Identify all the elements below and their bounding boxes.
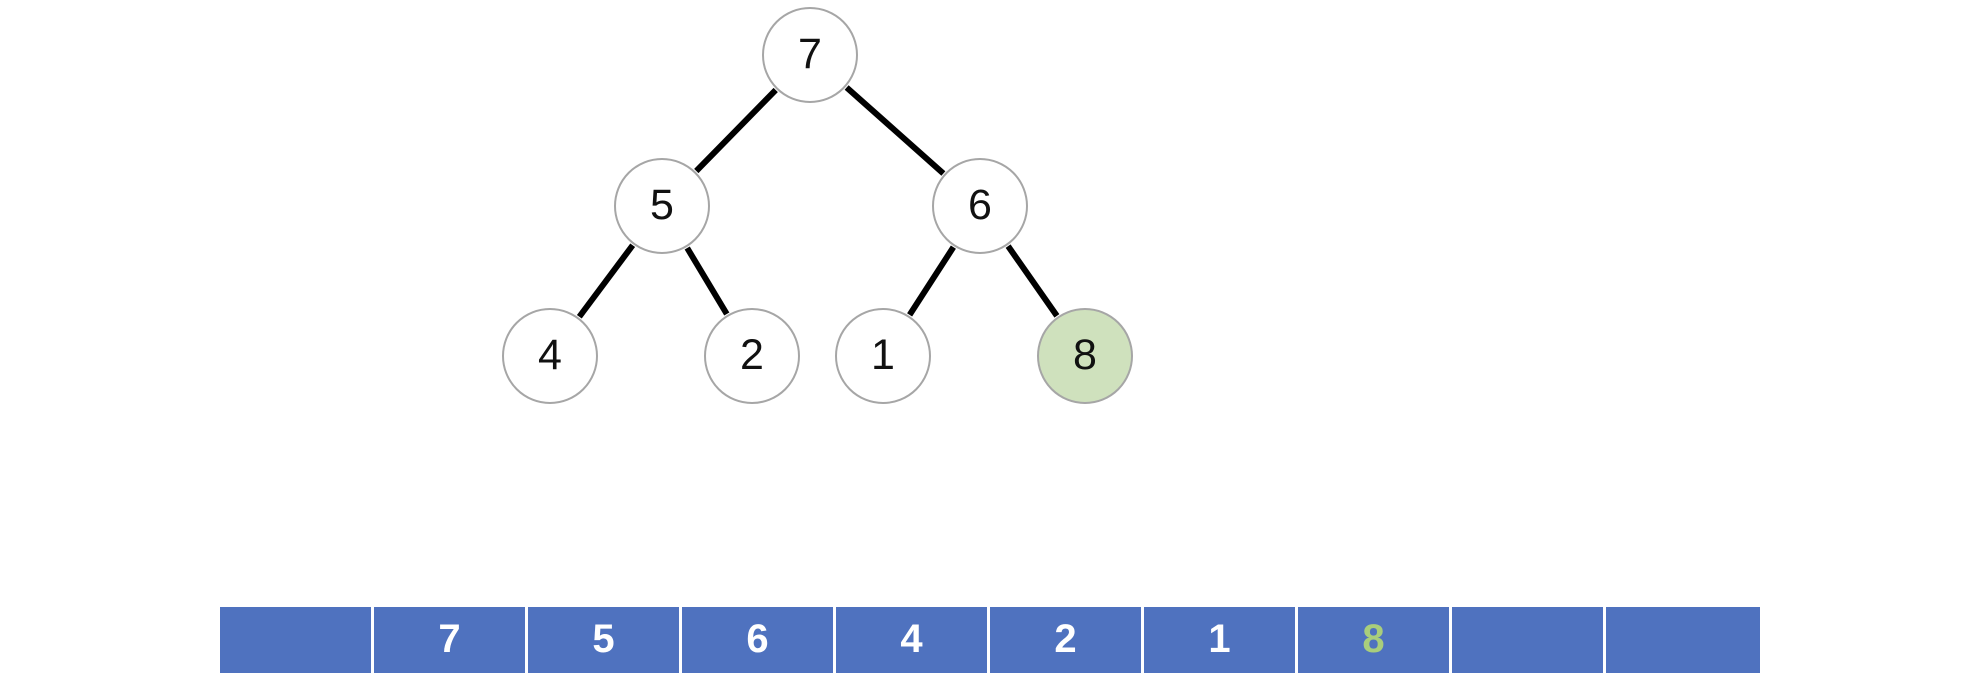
tree-node-5[interactable]: 5 (614, 158, 710, 254)
tree-edge-n7-n6 (844, 85, 946, 176)
tree-node-1[interactable]: 1 (835, 308, 931, 404)
tree-node-label: 4 (538, 330, 562, 379)
array-cell-value: 6 (746, 617, 769, 661)
array-cell-7[interactable]: 8 (1298, 607, 1452, 673)
tree-edge-n6-n1 (907, 245, 956, 317)
tree-node-label: 7 (798, 29, 822, 78)
array-cell-8[interactable] (1452, 607, 1606, 673)
tree-node-label: 5 (650, 180, 674, 229)
array-cell-value: 2 (1054, 617, 1077, 661)
array-cell-6[interactable]: 1 (1144, 607, 1298, 673)
tree-edge-n6-n8 (1005, 244, 1060, 318)
array-cell-4[interactable]: 4 (836, 607, 990, 673)
tree-edge-layer (576, 85, 1060, 319)
tree-node-7[interactable]: 7 (762, 7, 858, 103)
tree-node-label: 1 (871, 330, 895, 379)
tree-node-6[interactable]: 6 (932, 158, 1028, 254)
tree-node-label: 6 (968, 180, 992, 229)
array-cell-value: 4 (900, 617, 923, 661)
array-cell-2[interactable]: 5 (528, 607, 682, 673)
tree-node-2[interactable]: 2 (704, 308, 800, 404)
array-cell-value: 7 (438, 617, 461, 661)
binary-tree-diagram: 7 5 6 4 2 1 8 (502, 7, 1133, 404)
array-cell-value: 5 (592, 617, 615, 661)
array-cell-0[interactable] (220, 607, 374, 673)
array-cell-9[interactable] (1606, 607, 1760, 673)
array-cell-5[interactable]: 2 (990, 607, 1144, 673)
array-cell-value: 1 (1208, 617, 1231, 661)
tree-node-label: 8 (1073, 330, 1097, 379)
tree-edge-n5-n2 (684, 246, 730, 316)
array-cell-3[interactable]: 6 (682, 607, 836, 673)
array-cell-1[interactable]: 7 (374, 607, 528, 673)
tree-node-label: 2 (740, 330, 764, 379)
heap-array-row: 7 5 6 4 2 1 8 (220, 607, 1760, 673)
tree-edge-n7-n5 (694, 87, 778, 174)
tree-node-4[interactable]: 4 (502, 308, 598, 404)
tree-edge-n5-n4 (576, 243, 636, 319)
tree-node-8-highlighted[interactable]: 8 (1037, 308, 1133, 404)
array-cell-value: 8 (1362, 617, 1385, 661)
